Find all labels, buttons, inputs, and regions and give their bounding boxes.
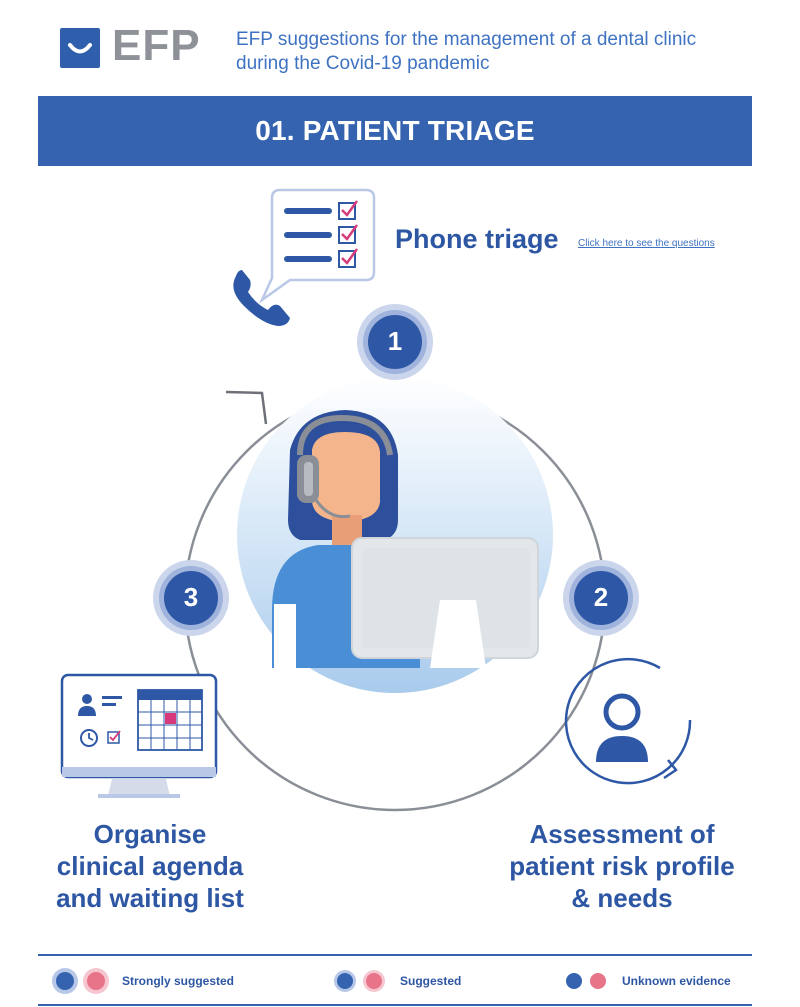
legend-strongly-suggested: Strongly suggested	[50, 966, 234, 996]
step-2-number: 2	[593, 582, 609, 612]
legend-suggested: Suggested	[330, 966, 461, 996]
legend-unknown-evidence: Unknown evidence	[562, 966, 731, 996]
checklist-bubble-icon	[258, 188, 376, 304]
strong-dots-icon	[52, 968, 109, 994]
step-1-number: 1	[387, 326, 403, 356]
phone-triage-label: Phone triage	[395, 224, 559, 254]
operator-illustration	[272, 410, 539, 668]
smile-icon	[68, 43, 92, 54]
unknown-dots-icon	[566, 973, 606, 989]
step-2-marker	[563, 560, 639, 636]
cycle-arrow-icon	[225, 390, 268, 425]
agenda-monitor-icon	[60, 673, 218, 798]
efp-logo-text: EFP	[112, 21, 201, 70]
efp-logo-mark	[60, 28, 100, 68]
phone-icon	[233, 270, 290, 326]
subtitle-line-1: EFP suggestions for the management of a …	[236, 29, 697, 50]
step-3-marker	[153, 560, 229, 636]
section-title: 01. PATIENT TRIAGE	[38, 96, 752, 166]
step-1-marker	[357, 304, 433, 380]
patient-profile-icon	[564, 657, 692, 785]
subtitle-line-2: during the Covid-19 pandemic	[236, 53, 490, 74]
suggested-dots-icon	[334, 970, 385, 992]
triage-cycle-diagram	[60, 188, 692, 812]
legend-divider-bottom	[38, 1004, 752, 1006]
header-subtitle: EFP suggestions for the management of a …	[236, 28, 756, 76]
step-3-number: 3	[183, 582, 199, 612]
organise-agenda-label: Organise clinical agenda and waiting lis…	[56, 819, 244, 913]
risk-assessment-label: Assessment of patient risk profile & nee…	[509, 819, 735, 913]
legend-divider-top	[38, 954, 752, 956]
questions-link[interactable]: Click here to see the questions	[578, 238, 715, 249]
